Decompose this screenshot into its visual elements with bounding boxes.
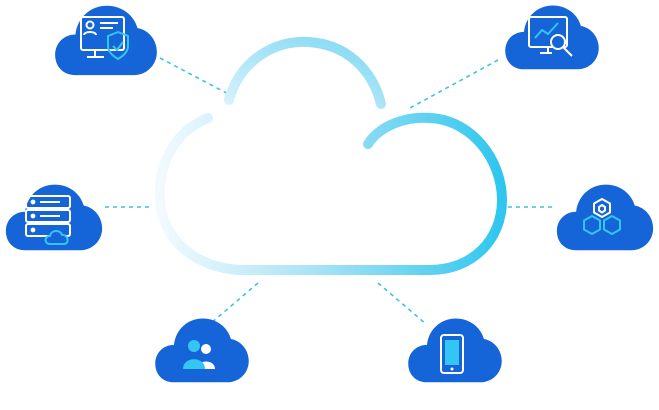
- node-analytics[interactable]: [505, 5, 599, 70]
- connector-bottom-left: [209, 282, 259, 325]
- connector-bottom-right: [377, 282, 427, 325]
- connector-lines: [105, 57, 556, 325]
- node-hexagons[interactable]: [556, 184, 654, 251]
- connector-top-right: [409, 59, 499, 109]
- central-cloud: [154, 36, 508, 275]
- monitor-shield-icon: [80, 16, 129, 60]
- chart-magnifier-icon: [528, 16, 573, 57]
- central-cloud-body: [154, 112, 508, 275]
- node-security-monitor[interactable]: [55, 5, 157, 76]
- connector-top-left: [159, 57, 237, 99]
- node-mobile[interactable]: [408, 318, 502, 383]
- node-server[interactable]: [5, 184, 103, 251]
- users-icon: [183, 340, 215, 369]
- node-users[interactable]: [155, 318, 249, 383]
- server-cloud-icon: [25, 195, 71, 245]
- mobile-phone-icon: [440, 334, 464, 374]
- hexagon-cluster-icon: [583, 198, 621, 235]
- central-cloud-top-arc: [224, 36, 386, 109]
